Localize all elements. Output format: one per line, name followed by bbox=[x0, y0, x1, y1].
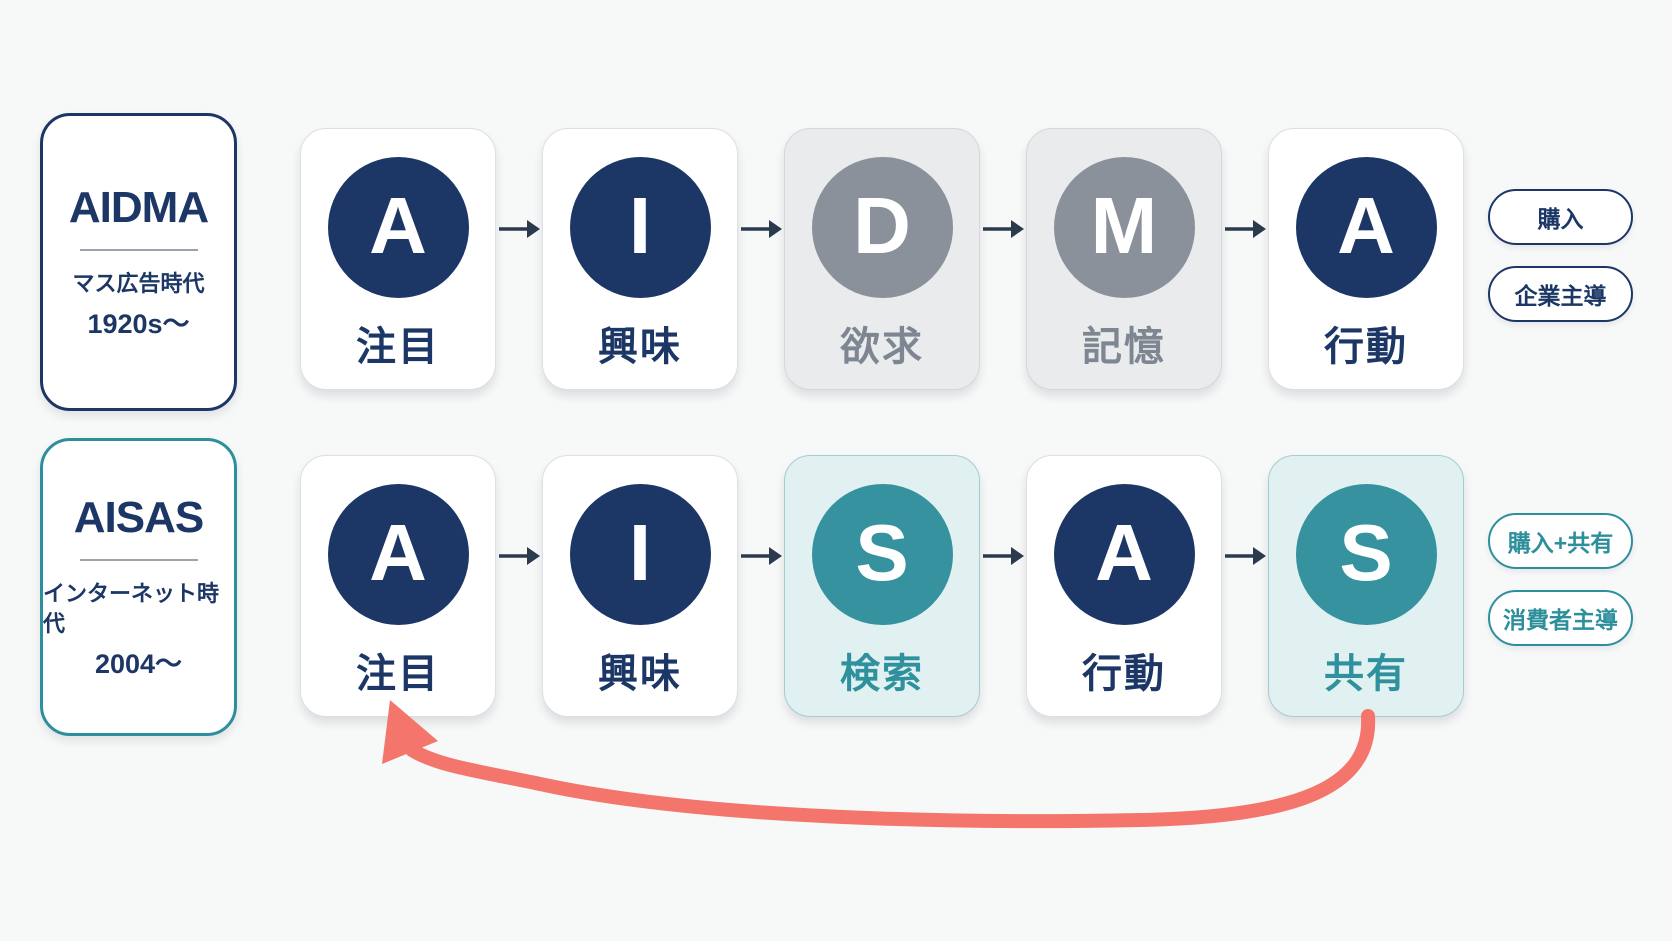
step-label: 記憶 bbox=[1082, 325, 1166, 369]
flow-arrow bbox=[496, 455, 542, 717]
flow-arrow-icon bbox=[983, 547, 1024, 565]
flow-arrow-icon bbox=[1225, 547, 1266, 565]
step-letter: S bbox=[1339, 507, 1393, 597]
flow-arrow-icon bbox=[1225, 220, 1266, 238]
step-card-aisas-i1: I 興味 bbox=[542, 455, 738, 717]
step-letter-circle: A bbox=[1053, 484, 1195, 625]
step-letter-circle: S bbox=[811, 484, 953, 625]
result-pill: 企業主導 bbox=[1488, 266, 1633, 322]
flow-arrow bbox=[738, 128, 784, 390]
flow-arrow bbox=[980, 455, 1026, 717]
result-pill: 購入 bbox=[1488, 189, 1633, 245]
flow-arrow bbox=[1222, 128, 1268, 390]
step-label: 興味 bbox=[598, 325, 682, 369]
step-label: 注目 bbox=[356, 652, 440, 696]
step-card-aidma-i1: I 興味 bbox=[542, 128, 738, 390]
step-label: 欲求 bbox=[840, 325, 924, 369]
step-label: 興味 bbox=[598, 652, 682, 696]
step-label: 行動 bbox=[1324, 325, 1408, 369]
model-divider bbox=[79, 248, 198, 251]
step-card-aidma-a4: A 行動 bbox=[1268, 128, 1464, 390]
flow-arrow-icon bbox=[499, 220, 540, 238]
step-letter-circle: A bbox=[327, 157, 469, 298]
model-box-aisas: AISAS インターネット時代 2004〜 bbox=[40, 438, 237, 736]
step-card-aidma-m3: M 記憶 bbox=[1026, 128, 1222, 390]
flow-arrow bbox=[980, 128, 1026, 390]
step-letter: M bbox=[1090, 180, 1158, 270]
step-card-aisas-s4: S 共有 bbox=[1268, 455, 1464, 717]
step-label: 行動 bbox=[1082, 652, 1166, 696]
step-letter: I bbox=[628, 180, 652, 270]
flow-arrow bbox=[1222, 455, 1268, 717]
flow-arrow-icon bbox=[983, 220, 1024, 238]
model-era-line1: マス広告時代 bbox=[72, 270, 205, 296]
result-tags-aisas: 購入+共有消費者主導 bbox=[1488, 513, 1633, 646]
result-pill: 消費者主導 bbox=[1488, 590, 1633, 646]
step-letter-circle: M bbox=[1053, 157, 1195, 298]
step-label: 検索 bbox=[840, 652, 924, 696]
step-letter-circle: A bbox=[327, 484, 469, 625]
flow-arrow bbox=[496, 128, 542, 390]
model-era-line1: インターネット時代 bbox=[43, 580, 220, 636]
step-card-aisas-s2: S 検索 bbox=[784, 455, 980, 717]
model-era-line2: 1920s〜 bbox=[87, 309, 190, 340]
step-letter: A bbox=[1337, 180, 1395, 270]
step-card-aidma-d2: D 欲求 bbox=[784, 128, 980, 390]
steps-row-aidma: A 注目 I 興味 D 欲求 M 記憶 A 行動 bbox=[300, 128, 1464, 390]
model-era-line2: 2004〜 bbox=[94, 649, 183, 680]
step-letter-circle: S bbox=[1295, 484, 1437, 625]
step-card-aidma-a0: A 注目 bbox=[300, 128, 496, 390]
step-letter: S bbox=[855, 507, 909, 597]
step-letter-circle: I bbox=[569, 484, 711, 625]
step-letter: A bbox=[1095, 507, 1153, 597]
flow-arrow-icon bbox=[741, 547, 782, 565]
step-letter: A bbox=[369, 180, 427, 270]
step-letter-circle: D bbox=[811, 157, 953, 298]
step-card-aisas-a3: A 行動 bbox=[1026, 455, 1222, 717]
flow-arrow bbox=[738, 455, 784, 717]
result-tags-aidma: 購入企業主導 bbox=[1488, 189, 1633, 322]
model-title-aisas: AISAS bbox=[73, 492, 204, 542]
result-pill: 購入+共有 bbox=[1488, 513, 1633, 569]
steps-row-aisas: A 注目 I 興味 S 検索 A 行動 S 共有 bbox=[300, 455, 1464, 717]
step-letter-circle: I bbox=[569, 157, 711, 298]
step-letter-circle: A bbox=[1295, 157, 1437, 298]
model-title-aidma: AIDMA bbox=[68, 182, 209, 232]
step-letter: D bbox=[853, 180, 911, 270]
feedback-loop-path bbox=[405, 709, 1376, 829]
step-label: 注目 bbox=[356, 325, 440, 369]
flow-arrow-icon bbox=[499, 547, 540, 565]
step-card-aisas-a0: A 注目 bbox=[300, 455, 496, 717]
model-divider bbox=[79, 558, 198, 561]
flow-arrow-icon bbox=[741, 220, 782, 238]
model-box-aidma: AIDMA マス広告時代 1920s〜 bbox=[40, 113, 237, 411]
step-letter: A bbox=[369, 507, 427, 597]
step-label: 共有 bbox=[1324, 652, 1408, 696]
step-letter: I bbox=[628, 507, 652, 597]
